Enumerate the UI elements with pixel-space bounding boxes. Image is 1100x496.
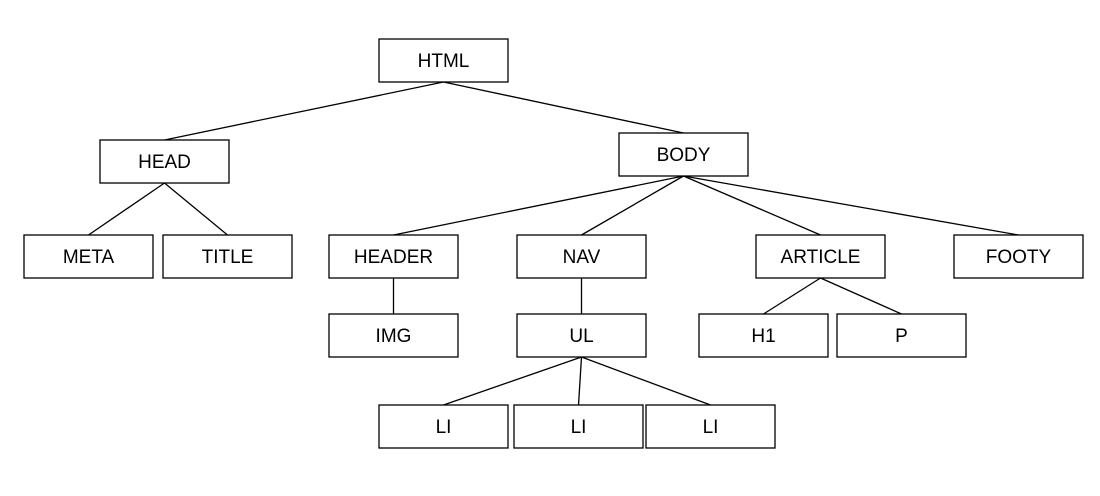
node-meta: META	[23, 234, 154, 279]
node-label-html: HTML	[418, 51, 470, 72]
node-label-li1: LI	[436, 417, 452, 438]
node-box-li2	[513, 404, 644, 449]
node-label-ul: UL	[569, 326, 593, 347]
node-box-html	[378, 38, 509, 83]
edge-ul-li1	[443, 356, 582, 406]
edge-article-p	[820, 277, 902, 315]
edge-html-body	[443, 81, 684, 134]
node-label-h1: H1	[751, 326, 775, 347]
node-label-body: BODY	[657, 145, 711, 166]
node-li2: LI	[513, 404, 644, 449]
edge-ul-li3	[581, 356, 711, 406]
node-h1: H1	[698, 313, 829, 358]
node-footy: FOOTY	[953, 234, 1084, 279]
node-body: BODY	[618, 132, 749, 177]
edge-head-meta	[88, 182, 165, 236]
node-article: ARTICLE	[755, 234, 886, 279]
node-box-ul	[516, 313, 647, 358]
node-label-img: IMG	[376, 326, 412, 347]
node-box-title	[162, 234, 293, 279]
node-html: HTML	[378, 38, 509, 83]
node-label-head: HEAD	[138, 152, 191, 173]
edge-head-title	[164, 182, 228, 236]
node-box-li3	[645, 404, 776, 449]
edge-body-header	[393, 175, 684, 236]
node-box-article	[755, 234, 886, 279]
node-box-img	[328, 313, 459, 358]
node-label-title: TITLE	[202, 247, 254, 268]
node-label-li2: LI	[571, 417, 587, 438]
node-img: IMG	[328, 313, 459, 358]
node-label-article: ARTICLE	[781, 247, 861, 268]
node-label-header: HEADER	[354, 247, 433, 268]
node-label-p: P	[895, 326, 908, 347]
edge-body-article	[683, 175, 821, 236]
node-header: HEADER	[328, 234, 459, 279]
node-p: P	[836, 313, 967, 358]
tree-nodes: HTML HEAD BODY META TITLE HEADER NAV ARTICLE FOO…	[23, 38, 1084, 449]
node-box-body	[618, 132, 749, 177]
edge-body-footy	[683, 175, 1019, 236]
node-li3: LI	[645, 404, 776, 449]
node-box-header	[328, 234, 459, 279]
node-label-nav: NAV	[563, 247, 601, 268]
node-box-nav	[516, 234, 647, 279]
edge-ul-li2	[577, 356, 583, 406]
node-box-head	[99, 139, 230, 184]
node-label-footy: FOOTY	[986, 247, 1052, 268]
node-label-li3: LI	[703, 417, 719, 438]
node-box-li1	[378, 404, 509, 449]
node-title: TITLE	[162, 234, 293, 279]
edge-article-h1	[763, 277, 821, 315]
node-head: HEAD	[99, 139, 230, 184]
edge-body-nav	[581, 175, 684, 236]
node-box-meta	[23, 234, 154, 279]
edge-html-head	[164, 81, 444, 141]
node-ul: UL	[516, 313, 647, 358]
tree-edges	[88, 81, 1019, 406]
node-box-footy	[953, 234, 1084, 279]
node-box-p	[836, 313, 967, 358]
node-nav: NAV	[516, 234, 647, 279]
node-label-meta: META	[63, 247, 115, 268]
node-box-h1	[698, 313, 829, 358]
node-li1: LI	[378, 404, 509, 449]
